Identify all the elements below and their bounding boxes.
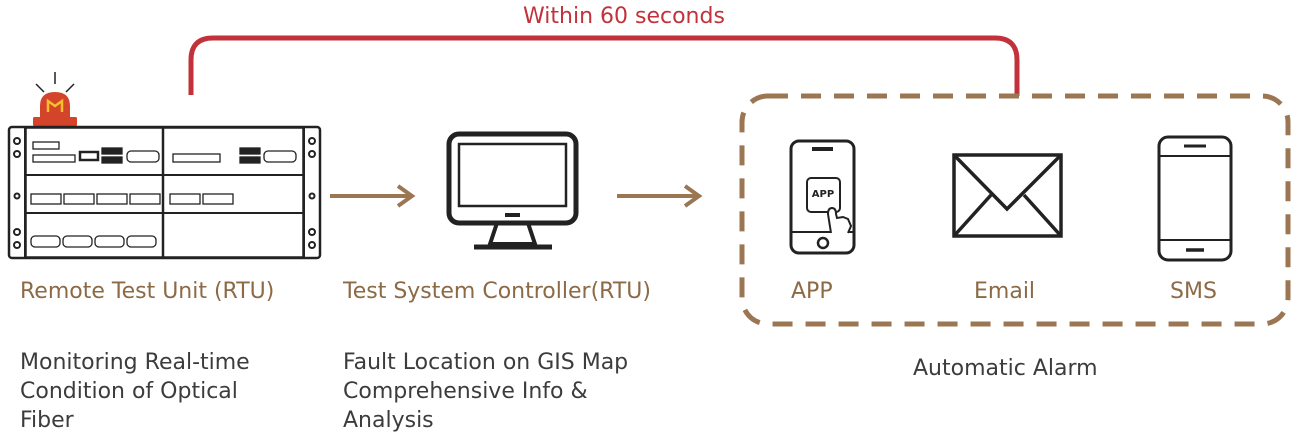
rtu-description-line: Fiber — [20, 408, 74, 433]
rtu-label: Remote Test Unit (RTU) — [20, 279, 275, 304]
controller-description-line: Comprehensive Info & — [343, 379, 588, 404]
siren-icon — [33, 72, 77, 126]
phone-app-icon — [789, 139, 856, 255]
rtu-description-line: Monitoring Real-time — [20, 350, 250, 375]
controller-description-line: Analysis — [343, 408, 434, 433]
rtu-rack — [7, 125, 322, 260]
envelope-icon — [952, 153, 1063, 238]
email-label: Email — [974, 279, 1036, 304]
rtu-description: Monitoring Real-time Condition of Optica… — [20, 348, 250, 435]
monitor-icon — [446, 131, 579, 250]
smartphone-icon — [1157, 135, 1233, 262]
app-label: APP — [791, 279, 833, 304]
controller-description: Fault Location on GIS Map Comprehensive … — [343, 348, 628, 435]
alarm-description: Automatic Alarm — [913, 356, 1098, 381]
sms-label: SMS — [1170, 279, 1217, 304]
app-badge-text: APP — [812, 189, 834, 200]
alarm-group-border — [739, 93, 1291, 327]
timing-label: Within 60 seconds — [523, 4, 725, 29]
controller-description-line: Fault Location on GIS Map — [343, 350, 629, 375]
timing-bracket — [188, 35, 1020, 96]
arrow-rtu-to-controller — [330, 184, 416, 208]
controller-label: Test System Controller(RTU) — [343, 279, 651, 304]
rtu-description-line: Condition of Optical — [20, 379, 238, 404]
arrow-controller-to-alarm — [617, 184, 703, 208]
